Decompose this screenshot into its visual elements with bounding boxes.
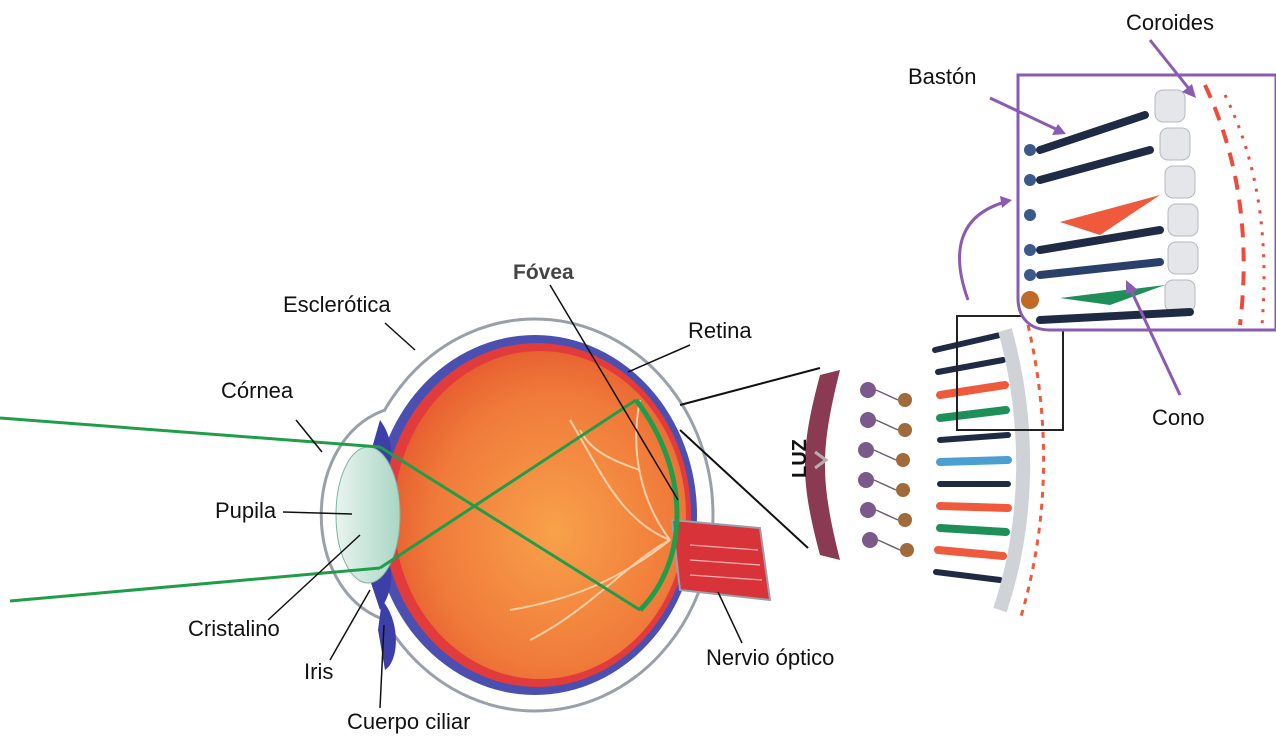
label-esclerotica: Esclerótica <box>283 294 391 316</box>
neuron-layer <box>858 382 914 557</box>
label-baston: Bastón <box>908 66 977 88</box>
label-pupila: Pupila <box>215 500 276 522</box>
label-retina: Retina <box>688 320 752 342</box>
retina-magnified <box>805 316 1063 620</box>
arrow-zoom <box>960 202 1005 300</box>
label-cristalino: Cristalino <box>188 618 280 640</box>
zoom-inset <box>1018 75 1276 330</box>
optic-nerve <box>672 520 770 600</box>
eyeball <box>321 319 770 711</box>
photoreceptor-layer <box>935 335 1008 580</box>
label-iris: Iris <box>304 661 333 683</box>
label-fovea: Fóvea <box>513 262 574 283</box>
vitreous-body <box>394 351 686 679</box>
label-nervio-optico: Nervio óptico <box>706 647 834 669</box>
label-luz: LUZ <box>790 439 810 478</box>
label-cuerpo-ciliar: Cuerpo ciliar <box>347 711 471 733</box>
label-cornea: Córnea <box>221 380 293 402</box>
pigment-epithelium <box>1000 330 1023 610</box>
label-coroides: Coroides <box>1126 12 1214 34</box>
label-cono: Cono <box>1152 407 1205 429</box>
